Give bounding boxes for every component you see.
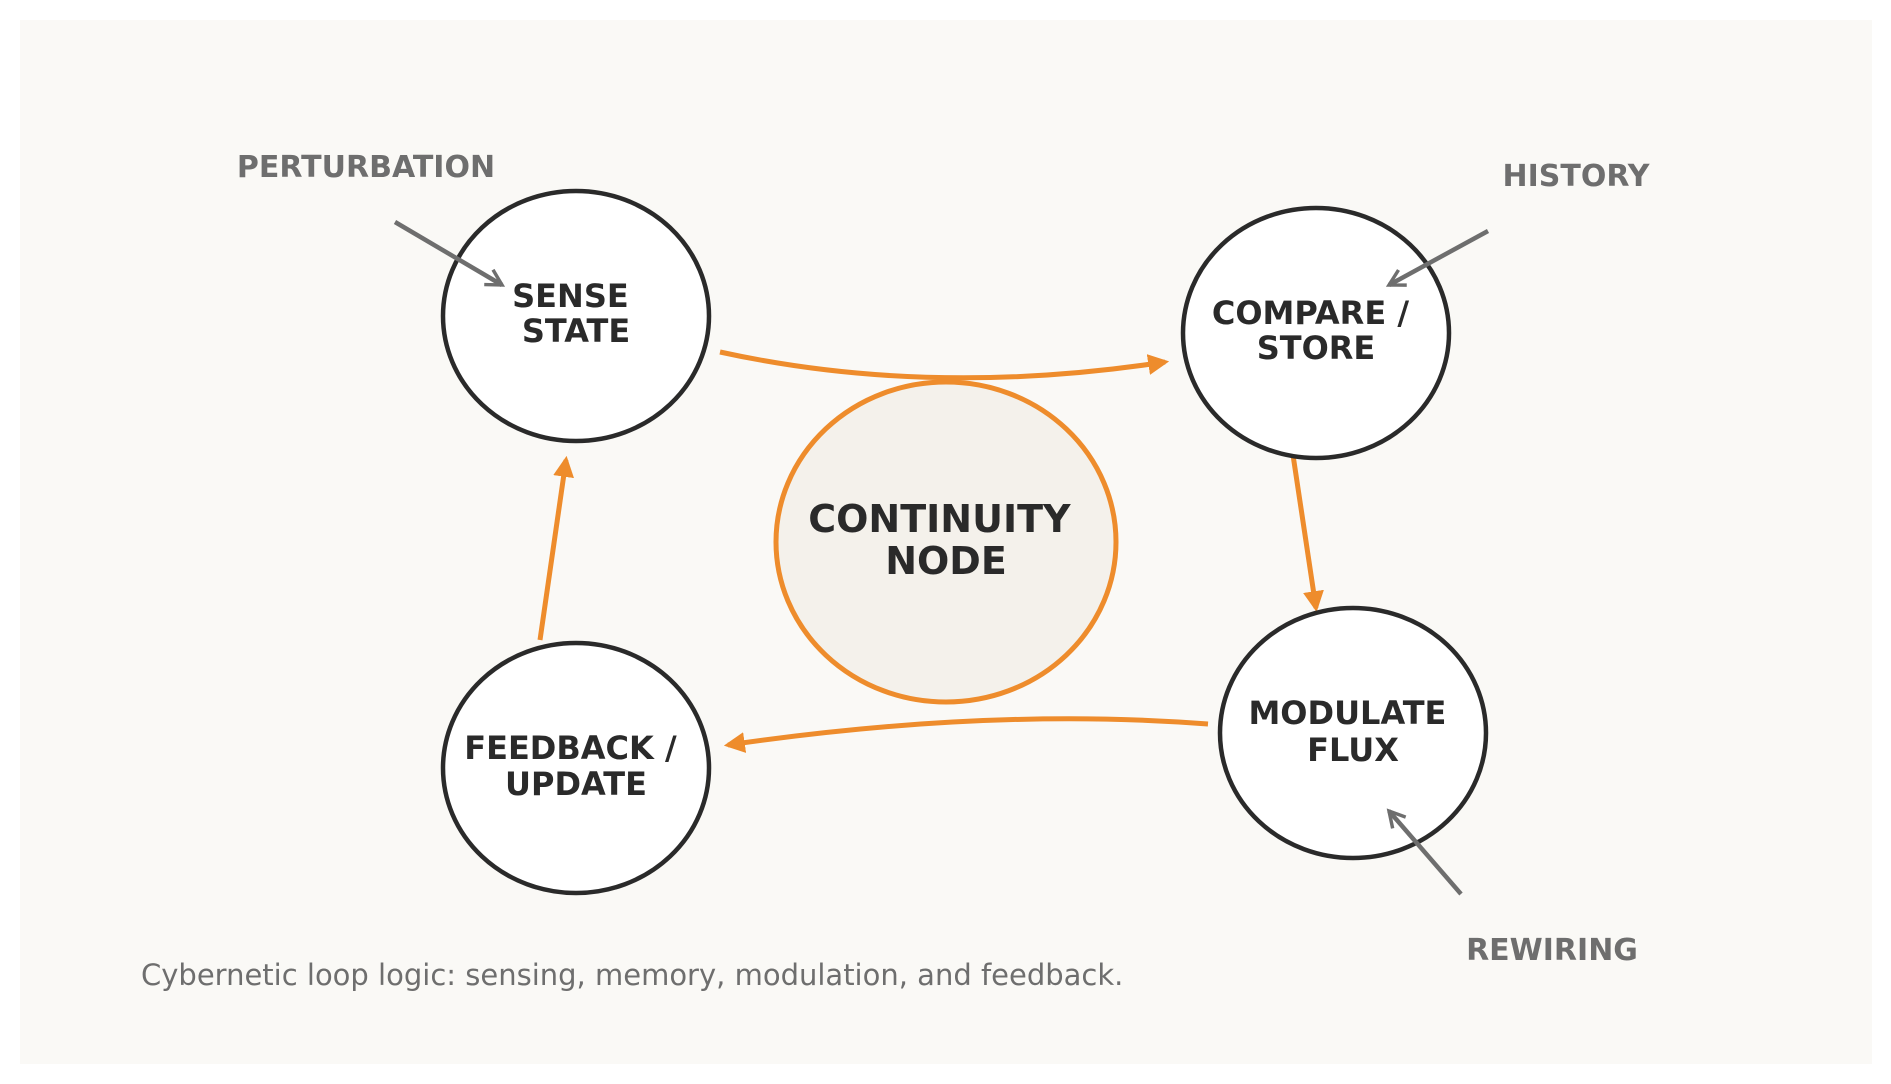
compare-store-line1: COMPARE / <box>1212 294 1409 332</box>
continuity-node-line2: NODE <box>885 539 1007 583</box>
history-label: HISTORY <box>1502 159 1650 194</box>
modulate-flux-line2: FLUX <box>1307 731 1399 769</box>
feedback-update-line1: FEEDBACK / <box>464 729 677 767</box>
modulate-flux-line1: MODULATE <box>1248 694 1446 732</box>
compare-store-line2: STORE <box>1257 329 1376 367</box>
arrow-modulate-to-feedback <box>723 716 1209 753</box>
sense-state-label: SENSE STATE <box>512 277 640 350</box>
compare-store-label: COMPARE / STORE <box>1212 294 1420 367</box>
continuity-node-label: CONTINUITY NODE <box>808 497 1084 583</box>
modulate-flux-node <box>1217 605 1489 861</box>
arrow-perturbation <box>393 220 502 287</box>
sense-state-line2: STATE <box>522 312 630 350</box>
arrow-history <box>1389 229 1490 287</box>
feedback-update-line2: UPDATE <box>505 765 647 803</box>
modulate-flux-label: MODULATE FLUX <box>1248 694 1457 769</box>
feedback-update-label: FEEDBACK / UPDATE <box>464 729 688 803</box>
perturbation-label: PERTURBATION <box>237 150 495 185</box>
continuity-node-circle <box>773 379 1119 705</box>
compare-store-node <box>1180 205 1452 461</box>
sense-state-line1: SENSE <box>512 277 629 315</box>
arrow-feedback-to-sense <box>537 455 574 641</box>
arrow-compare-to-modulate <box>1287 434 1324 613</box>
diagram-caption: Cybernetic loop logic: sensing, memory, … <box>141 958 1123 992</box>
rewiring-label: REWIRING <box>1466 933 1638 968</box>
arrow-sense-to-compare <box>719 349 1170 381</box>
sense-state-node <box>440 188 712 444</box>
arrow-rewiring <box>1389 811 1463 896</box>
feedback-update-node <box>440 640 712 896</box>
continuity-node-line1: CONTINUITY <box>808 497 1071 541</box>
